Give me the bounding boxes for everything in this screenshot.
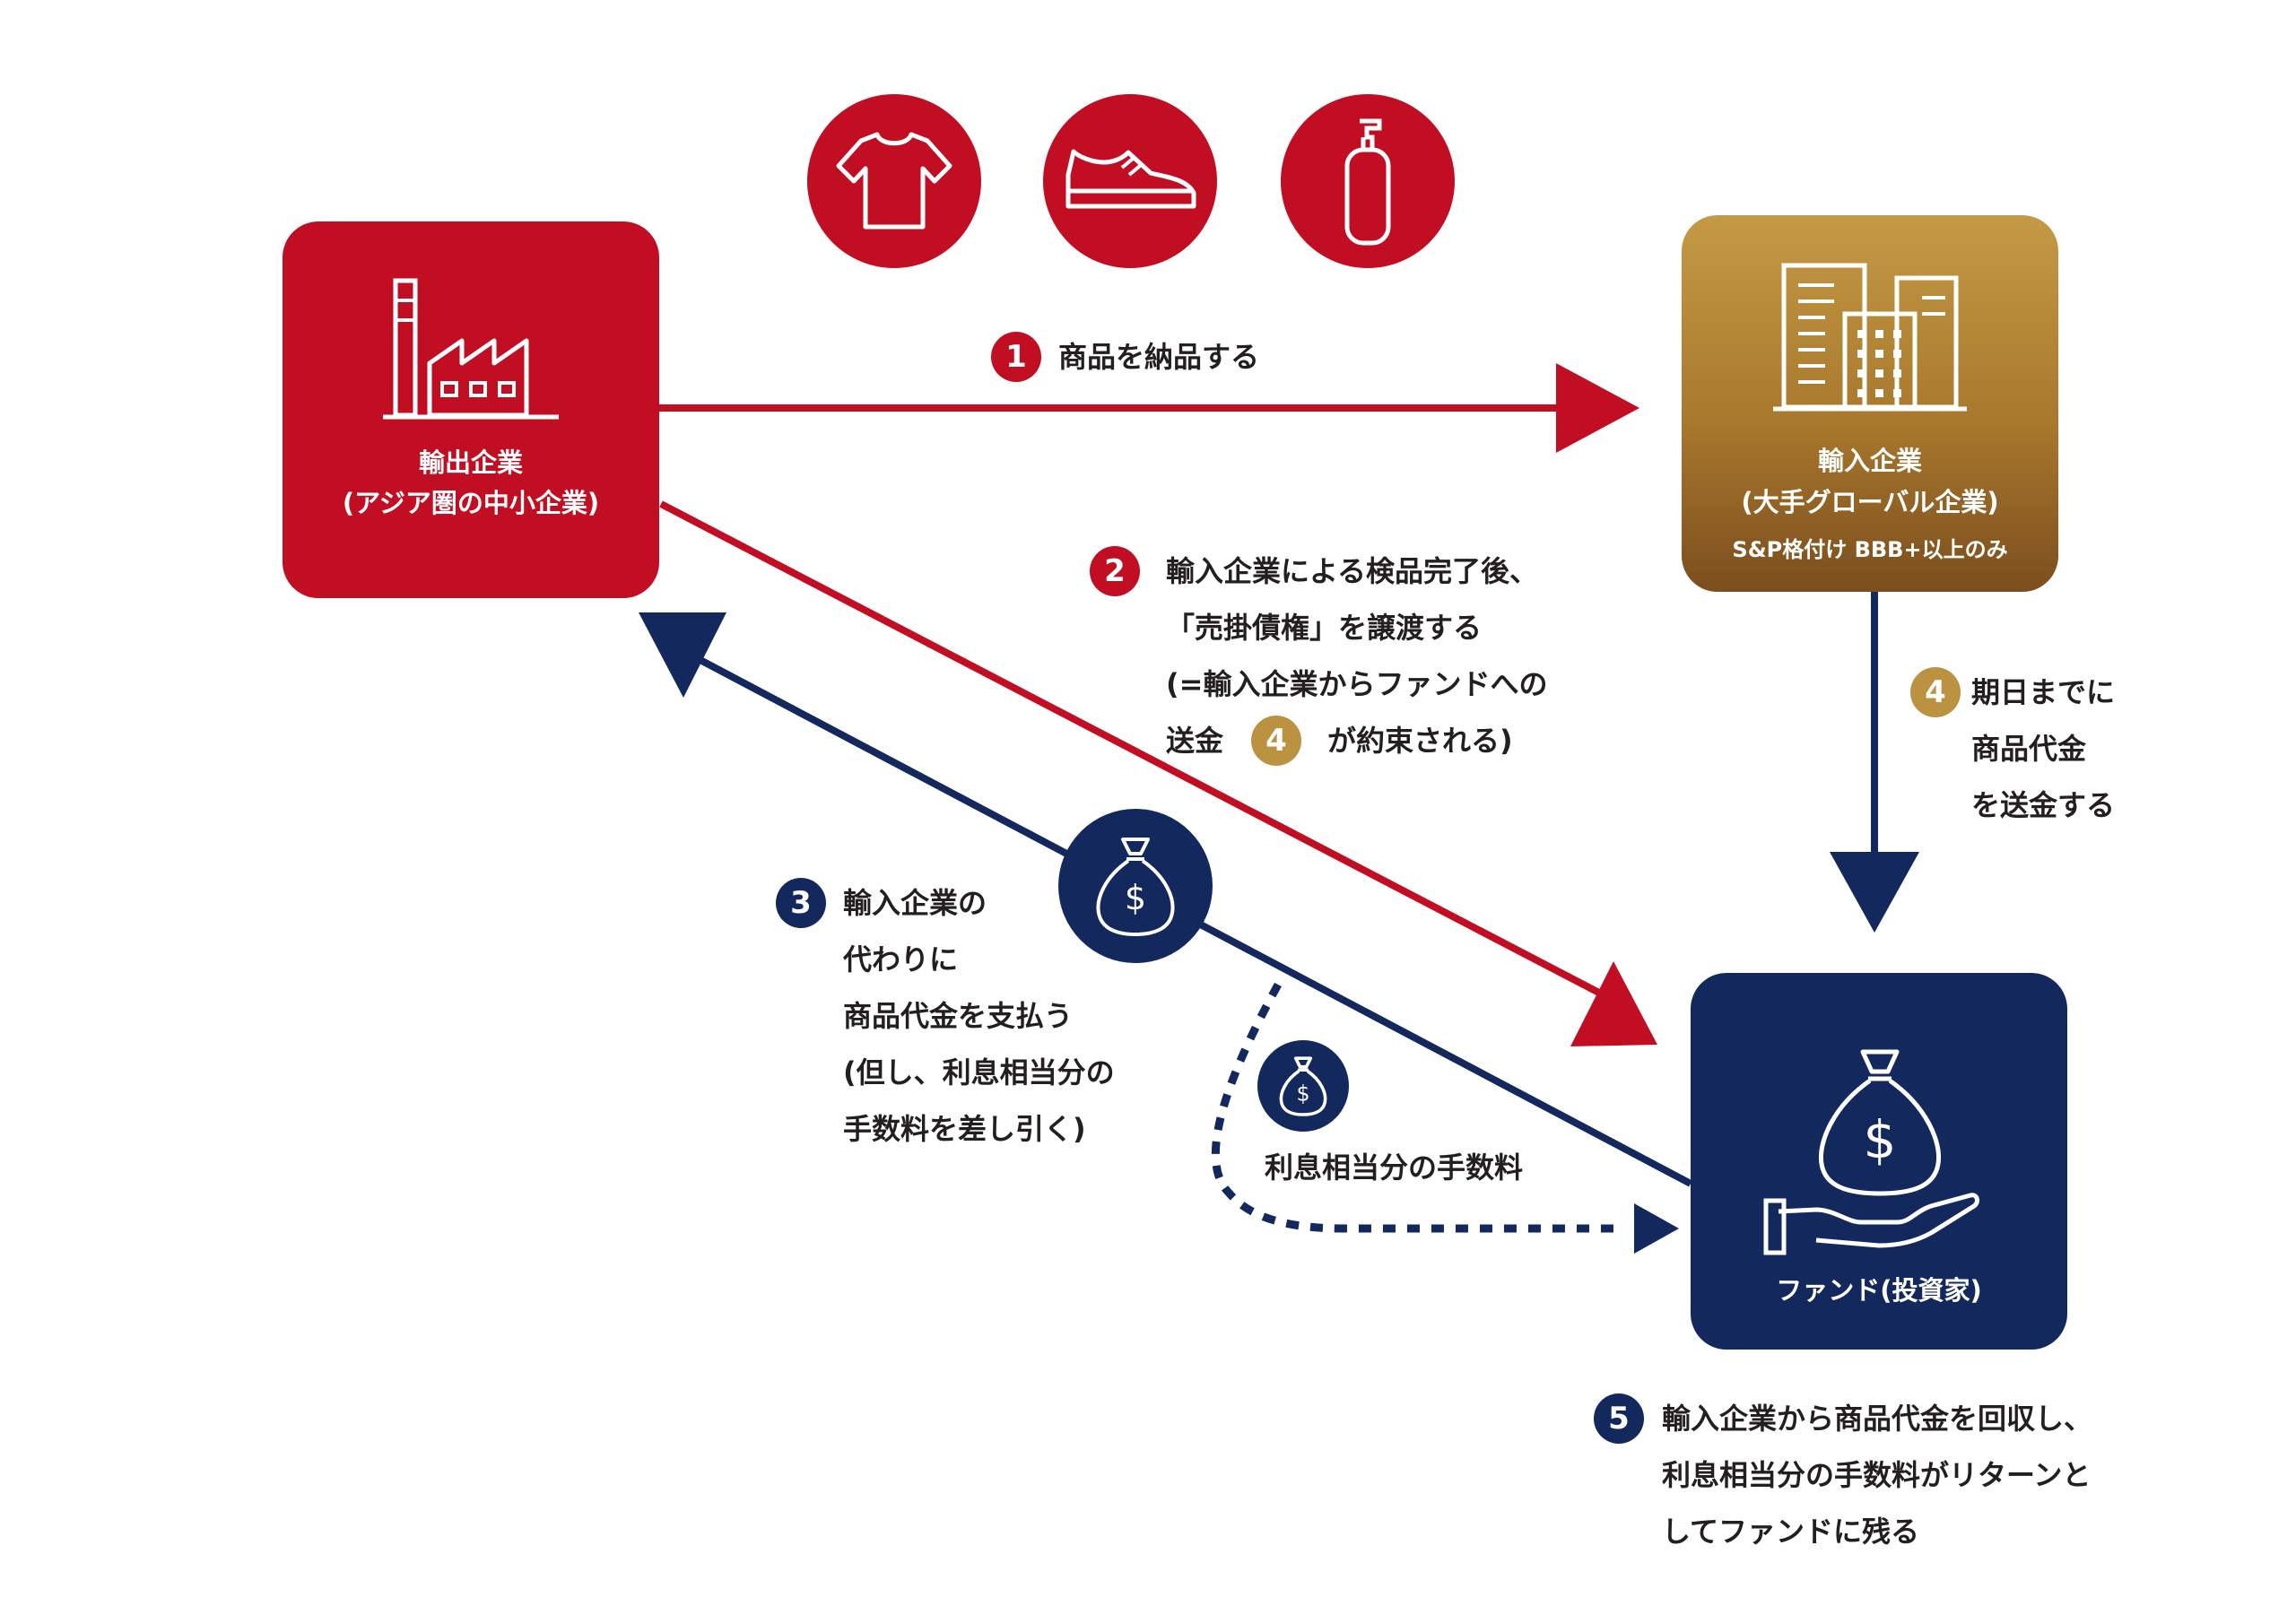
arrow-transfer-receivable bbox=[659, 500, 1618, 1005]
tshirt-icon bbox=[836, 132, 952, 230]
product-bottle bbox=[1281, 94, 1455, 268]
step-3-line-1: 輸入企業の bbox=[843, 886, 987, 920]
importer-box: 輸入企業 (大手グローバル企業) S&P格付け BBB+以上のみ bbox=[1682, 215, 2058, 592]
exporter-title: 輸出企業 bbox=[418, 447, 523, 478]
arrowhead-transfer-receivable bbox=[1570, 961, 1657, 1046]
step-1-label: 商品を納品する bbox=[1058, 340, 1260, 374]
money-bag-icon: $ bbox=[1096, 838, 1175, 937]
exporter-box: 輸出企業 (アジア圏の中小企業) bbox=[283, 221, 659, 598]
step-3-line-2: 代わりに bbox=[843, 942, 959, 977]
step-3-number: 3 bbox=[776, 878, 826, 928]
fund-box: $ ファンド(投資家) bbox=[1691, 973, 2067, 1350]
factory-icon bbox=[383, 278, 559, 420]
importer-subtitle: (大手グローバル企業) bbox=[1741, 487, 1999, 517]
step-4-line-3: を送金する bbox=[1971, 788, 2116, 822]
step-2-inline-number: 4 bbox=[1251, 716, 1301, 766]
sneaker-icon bbox=[1065, 149, 1196, 209]
product-sneaker bbox=[1043, 94, 1217, 268]
step-2-number: 2 bbox=[1090, 546, 1140, 596]
arrowhead-interest-fee bbox=[1634, 1203, 1679, 1254]
arrowhead-deliver-goods bbox=[1556, 363, 1639, 453]
fund-title: ファンド(投資家) bbox=[1776, 1275, 1982, 1306]
step-5-line-2: 利息相当分の手数料がリターンと bbox=[1662, 1458, 2092, 1492]
step-3-line-3: 商品代金を支払う bbox=[843, 999, 1074, 1033]
step-5-number: 5 bbox=[1594, 1393, 1644, 1444]
step-5-line-3: してファンドに残る bbox=[1662, 1515, 1920, 1549]
fee-money-bag: $ bbox=[1257, 1040, 1349, 1132]
step-2-line-4-post: が約束される) bbox=[1327, 724, 1513, 758]
svg-text:$: $ bbox=[1864, 1109, 1897, 1170]
step-4-line-2: 商品代金 bbox=[1971, 732, 2087, 766]
step-4-number: 4 bbox=[1910, 667, 1961, 717]
money-bag-icon: $ bbox=[1279, 1056, 1327, 1116]
arrow-interest-fee bbox=[1211, 982, 1619, 1233]
importer-rating-note: S&P格付け BBB+以上のみ bbox=[1732, 537, 2008, 562]
step-1-number: 1 bbox=[991, 332, 1041, 382]
exporter-subtitle: (アジア圏の中小企業) bbox=[342, 488, 600, 518]
arrowhead-fund-payment bbox=[639, 612, 726, 698]
step-3-line-5: 手数料を差し引く) bbox=[843, 1112, 1086, 1146]
interest-fee-label: 利息相当分の手数料 bbox=[1265, 1150, 1524, 1185]
office-building-icon bbox=[1773, 263, 1967, 412]
product-tshirt bbox=[807, 94, 981, 268]
step-2-line-3: (=輸入企業からファンドへの bbox=[1166, 667, 1548, 701]
step-4-line-1: 期日までに bbox=[1971, 675, 2116, 709]
payment-money-bag: $ bbox=[1058, 809, 1213, 963]
svg-text:$: $ bbox=[1296, 1081, 1309, 1107]
svg-text:$: $ bbox=[1125, 878, 1146, 917]
step-5-line-1: 輸入企業から商品代金を回収し、 bbox=[1662, 1402, 2093, 1436]
arrowhead-importer-remit bbox=[1830, 852, 1919, 933]
bottle-icon bbox=[1344, 118, 1391, 246]
step-3-line-4: (但し、利息相当分の bbox=[843, 1055, 1115, 1089]
step-2-line-4-pre: 送金 bbox=[1166, 724, 1224, 758]
step-2-line-2: 「売掛債権」を譲渡する bbox=[1166, 611, 1483, 645]
importer-title: 輸入企業 bbox=[1817, 446, 1922, 476]
hand-money-bag-icon: $ bbox=[1763, 1049, 1979, 1255]
step-2-line-1: 輸入企業による検品完了後、 bbox=[1166, 554, 1539, 588]
